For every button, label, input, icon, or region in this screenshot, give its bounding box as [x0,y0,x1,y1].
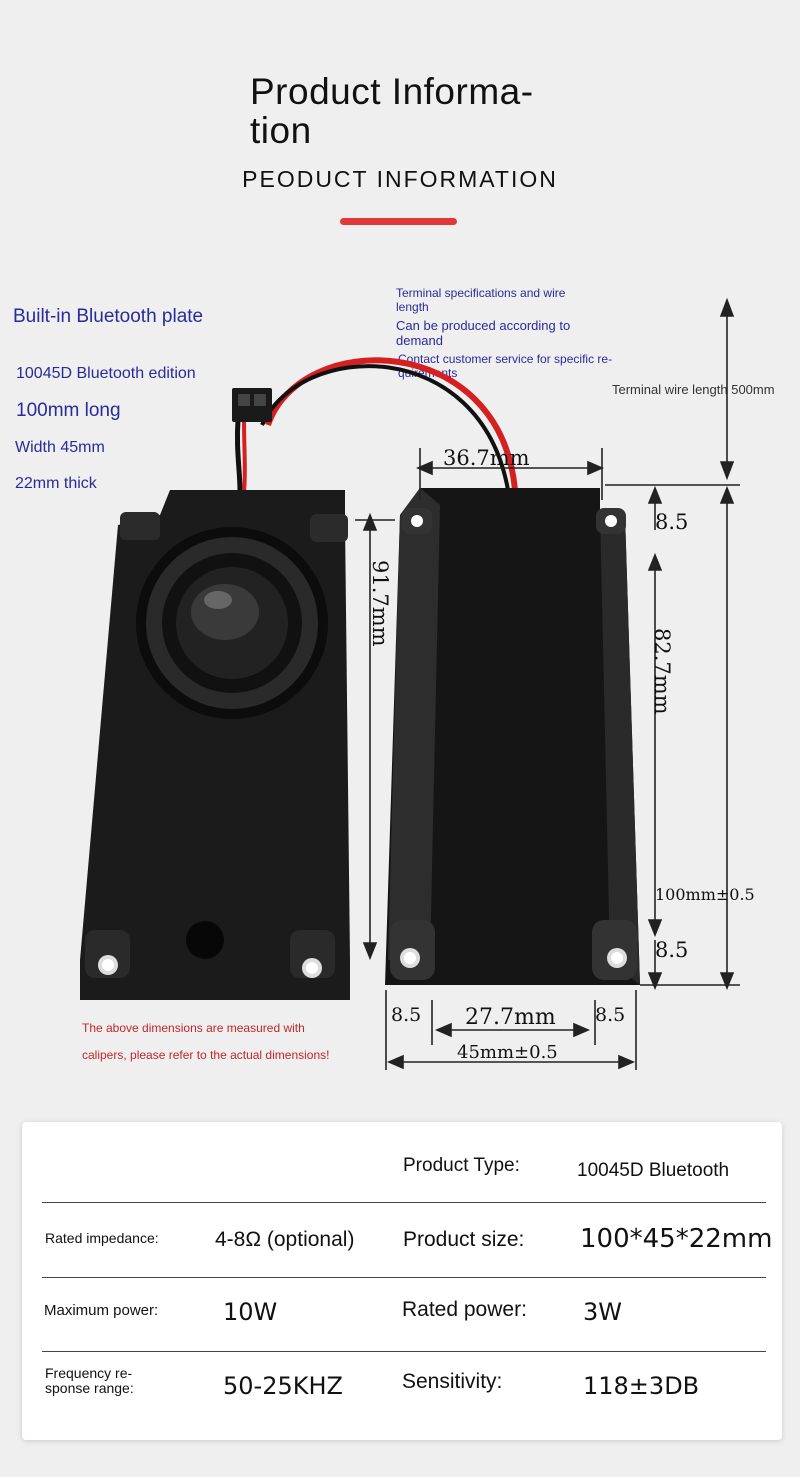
note-terminal-spec: Terminal specifications and wire length [396,286,566,314]
feature-length: 100mm long [16,400,121,421]
dim-front-height: 91.7mm [368,560,392,647]
dim-bottom-offset: 8.5 [655,938,689,962]
max-power-value: 10W [223,1298,278,1326]
rated-power-value: 3W [583,1298,622,1326]
page-title: Product Informa- tion [250,71,534,151]
impedance-value: 4-8Ω (optional) [215,1228,355,1251]
freq-range-label: Frequency re-sponse range: [45,1365,134,1396]
dim-top-offset: 8.5 [655,510,689,534]
product-type-label: Product Type: [403,1155,520,1176]
dim-left-margin: 8.5 [391,1004,422,1026]
product-type-value: 10045D Bluetooth [577,1160,730,1181]
dim-inner-width: 27.7mm [465,1005,556,1030]
note-on-demand: Can be produced according to demand [396,318,571,348]
dim-total-width: 45mm±0.5 [457,1042,558,1063]
impedance-label: Rated impedance: [45,1230,159,1246]
product-size-value: 100*45*22mm [580,1224,773,1254]
dim-top-width: 36.7mm [443,446,530,470]
feature-bluetooth-plate: Built-in Bluetooth plate [13,306,204,327]
table-divider [42,1202,766,1203]
dim-total-length: 100mm±0.5 [655,885,755,904]
wire-length-label: Terminal wire length 500mm [612,382,775,397]
feature-width: Width 45mm [15,439,105,456]
accent-divider [340,218,457,225]
freq-range-value: 50-25KHZ [223,1372,343,1400]
sensitivity-label: Sensitivity: [402,1370,503,1393]
rated-power-label: Rated power: [402,1298,527,1321]
max-power-label: Maximum power: [44,1302,159,1319]
dim-right-margin: 8.5 [595,1004,626,1026]
page-subtitle: PEODUCT INFORMATION [242,166,558,192]
calipers-note-line-2: calipers, please refer to the actual dim… [82,1048,330,1062]
feature-thickness: 22mm thick [15,475,97,492]
feature-edition: 10045D Bluetooth edition [16,365,196,382]
sensitivity-value: 118±3DB [583,1372,700,1400]
dim-side-height: 82.7mm [650,628,674,715]
speaker-illustration [80,297,740,1070]
table-divider [42,1351,766,1352]
calipers-note-line-1: The above dimensions are measured with [82,1021,305,1035]
spec-table: Product Type: 10045D Bluetooth Rated imp… [22,1122,782,1440]
table-divider [42,1277,766,1278]
product-size-label: Product size: [403,1228,525,1251]
